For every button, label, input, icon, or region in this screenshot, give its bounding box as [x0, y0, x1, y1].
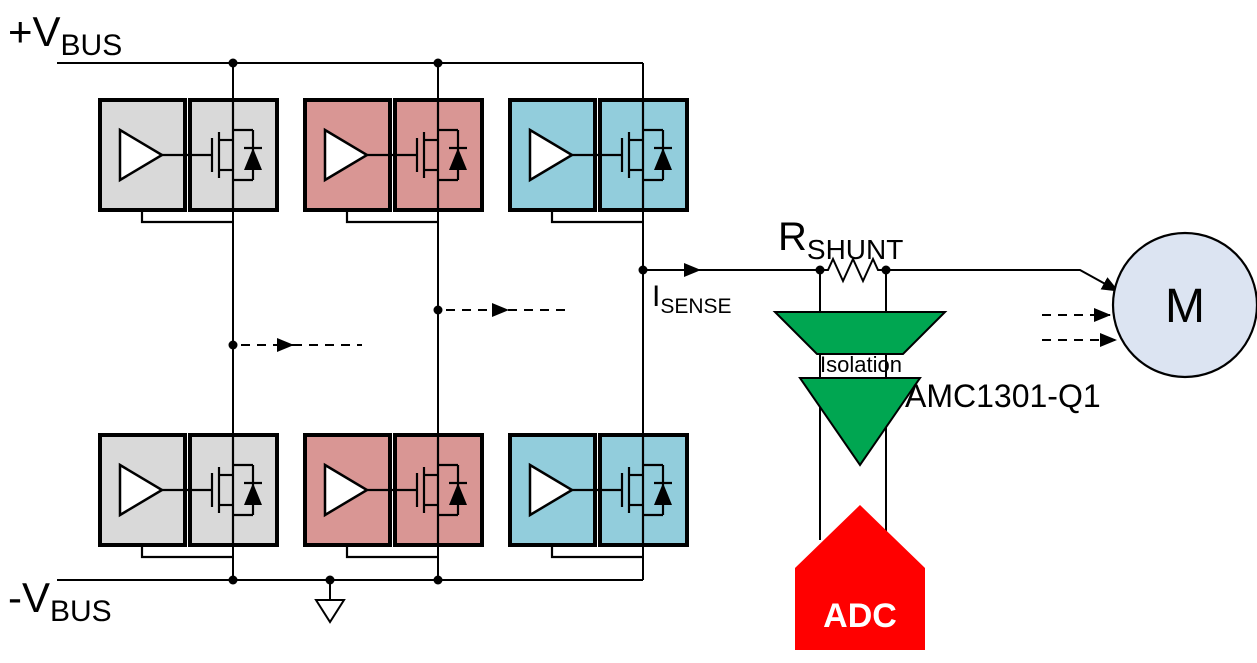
junction-dot — [638, 265, 648, 275]
isense-label: ISENSE — [652, 280, 732, 318]
junction-dot — [433, 305, 443, 315]
phase-c-high-side-pair — [508, 98, 689, 224]
vbus-negative-label: -VBUS — [8, 574, 112, 628]
junction-dot — [433, 575, 443, 585]
adc-label: ADC — [823, 597, 897, 635]
motor-label: M — [1165, 280, 1205, 333]
phase-c-low-side-pair — [508, 433, 689, 559]
phase-b-low-side-pair — [303, 433, 484, 559]
junction-dot — [228, 340, 238, 350]
adc-block — [795, 505, 925, 650]
isolation-label: Isolation — [820, 352, 902, 377]
junction-dot — [325, 575, 335, 585]
phase-b-high-side-pair — [303, 98, 484, 224]
phase-a-low-side-pair — [98, 433, 279, 559]
amc1301-label: AMC1301-Q1 — [905, 378, 1101, 414]
isolation-amp-bottom — [798, 377, 922, 467]
vbus-positive-label: +VBUS — [8, 8, 122, 62]
rshunt-label: RSHUNT — [778, 215, 903, 265]
motor — [1111, 231, 1257, 379]
junction-dot — [433, 58, 443, 68]
junction-dot — [228, 575, 238, 585]
shunt-terminal-dot — [815, 265, 825, 275]
isolation-amp-top — [772, 311, 948, 355]
shunt-terminal-dot — [881, 265, 891, 275]
junction-dot — [228, 58, 238, 68]
shunt-resistor — [820, 256, 886, 284]
ground-icon — [314, 599, 346, 624]
motor-phase-c-wire — [886, 269, 1119, 292]
phase-a-high-side-pair — [98, 98, 279, 224]
